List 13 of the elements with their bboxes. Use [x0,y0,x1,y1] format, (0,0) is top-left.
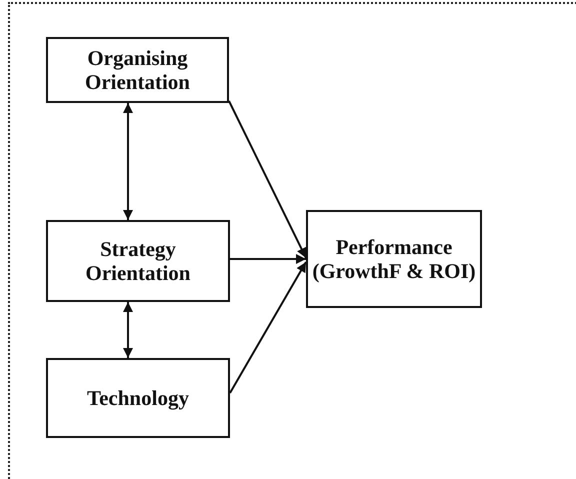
concept-label: Technology [87,386,189,410]
concept-label: Organising Orientation [84,46,191,94]
arrow [123,302,133,358]
concept-box [46,220,230,302]
arrow [230,254,306,264]
concept-box [46,37,229,103]
arrow [228,100,307,258]
concept-label: Strategy Orientation [84,236,192,286]
concept-label: Performance (GrowthF & ROI) [311,234,477,284]
arrow [123,103,133,220]
arrow [229,262,307,394]
concept-box [306,210,482,308]
concept-box [46,358,230,438]
